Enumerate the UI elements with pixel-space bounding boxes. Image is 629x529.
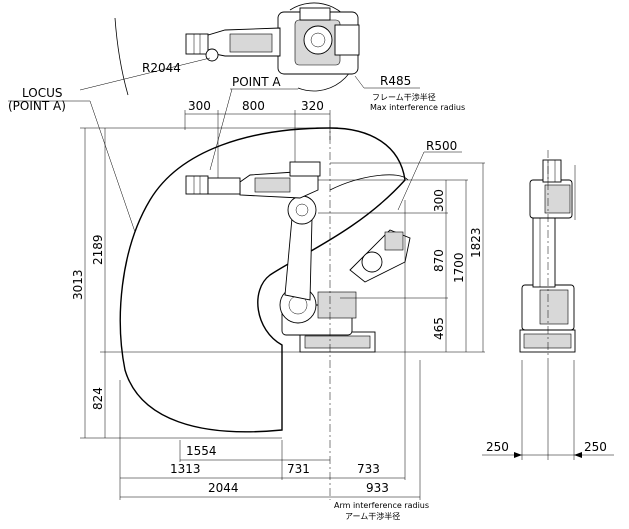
dim-side-250-right: 250 xyxy=(584,440,607,454)
top-view-robot xyxy=(185,2,360,92)
dim-top-320: 320 xyxy=(301,99,324,113)
top-locus-arc xyxy=(114,17,129,96)
locus-label: LOCUS xyxy=(22,86,62,100)
work-envelope: R500 xyxy=(119,127,462,433)
dim-bottom-731: 731 xyxy=(287,462,310,476)
dim-right-1823: 1823 xyxy=(469,227,483,258)
r500-label: R500 xyxy=(426,139,457,153)
r485-label: R485 xyxy=(380,74,411,88)
left-dimensions: 3013 2189 824 xyxy=(71,127,330,439)
dim-bottom-733: 733 xyxy=(357,462,380,476)
dim-bottom-1313: 1313 xyxy=(170,462,201,476)
dim-side-250-left: 250 xyxy=(486,440,509,454)
dim-left-3013: 3013 xyxy=(71,269,85,300)
right-dimensions: 300 870 465 1700 1823 xyxy=(318,162,485,353)
dim-left-2189: 2189 xyxy=(91,234,105,265)
r485-jp: フレーム干渉半径 xyxy=(372,92,436,102)
dim-bottom-933: 933 xyxy=(366,481,389,495)
dim-left-824: 824 xyxy=(91,387,105,410)
dim-right-465: 465 xyxy=(432,317,446,340)
point-a-label: POINT A xyxy=(232,75,281,89)
dim-top-800: 800 xyxy=(242,99,265,113)
locus-sub-label: (POINT A) xyxy=(8,99,66,113)
dim-right-300: 300 xyxy=(432,189,446,212)
side-dimensions: 250 250 xyxy=(482,360,614,460)
arm-interference-en: Arm interference radius xyxy=(334,501,429,510)
dim-top-300: 300 xyxy=(188,99,211,113)
r485-en: Max interference radius xyxy=(370,103,465,112)
arm-interference-jp: アーム干渉半径 xyxy=(345,511,400,521)
dim-right-1700: 1700 xyxy=(452,252,466,283)
dim-bottom-2044: 2044 xyxy=(208,481,239,495)
front-view-robot xyxy=(519,150,576,360)
dim-right-870: 870 xyxy=(432,249,446,272)
r2044-label: R2044 xyxy=(142,61,181,75)
bottom-dimensions: 1554 1313 731 733 2044 933 Arm interfere… xyxy=(119,200,429,521)
dim-bottom-1554: 1554 xyxy=(186,444,217,458)
side-view-robot xyxy=(185,120,411,500)
